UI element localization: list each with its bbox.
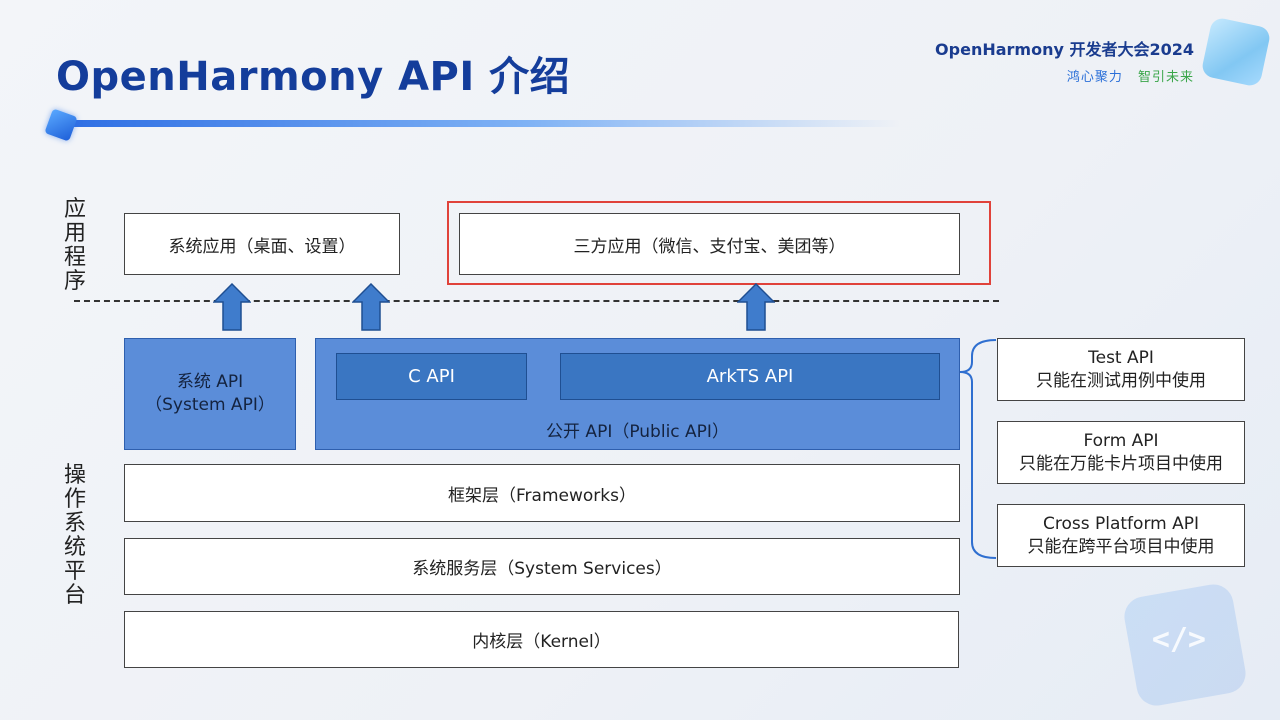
test-api-box: Test API 只能在测试用例中使用 — [997, 338, 1245, 401]
brand-name: OpenHarmony 开发者大会2024 — [935, 40, 1194, 59]
side-label-char: 统 — [63, 535, 86, 560]
page-title: OpenHarmony API 介绍 — [56, 54, 571, 100]
frameworks-layer-box: 框架层（Frameworks） — [124, 464, 960, 522]
special-api-desc: 只能在万能卡片项目中使用 — [1019, 453, 1223, 474]
title-underline — [70, 120, 900, 127]
system-app-box: 系统应用（桌面、设置） — [124, 213, 400, 275]
public-api-label: 公开 API（Public API） — [546, 422, 729, 442]
highlight-frame — [447, 201, 991, 285]
side-label-os-platform: 操 作 系 统 平 台 — [60, 464, 90, 608]
side-label-char: 作 — [63, 487, 86, 512]
system-api-title: 系统 API — [176, 372, 244, 392]
side-label-char: 系 — [63, 511, 86, 536]
brand-slogan: 鸿心聚力 智引未来 — [935, 66, 1194, 85]
system-services-layer-box: 系统服务层（System Services） — [124, 538, 960, 595]
third-party-app-box: 三方应用（微信、支付宝、美团等） — [459, 213, 960, 275]
c-api-box: C API — [336, 353, 527, 400]
special-api-desc: 只能在测试用例中使用 — [1036, 370, 1206, 391]
up-arrow-icon — [737, 283, 775, 331]
side-label-char: 用 — [63, 221, 86, 246]
form-api-box: Form API 只能在万能卡片项目中使用 — [997, 421, 1245, 484]
brand-logo: OpenHarmony 开发者大会2024 鸿心聚力 智引未来 — [935, 36, 1194, 85]
code-icon: </> — [1151, 622, 1206, 657]
system-api-subtitle: （System API） — [145, 395, 275, 415]
special-api-desc: 只能在跨平台项目中使用 — [1027, 536, 1215, 557]
side-label-char: 序 — [63, 269, 86, 294]
layer-divider — [74, 300, 999, 302]
slogan-part-b: 智引未来 — [1137, 70, 1194, 85]
system-api-label: 系统 API （System API） — [124, 371, 296, 417]
system-api-box — [124, 338, 296, 450]
up-arrow-icon — [213, 283, 251, 331]
arkts-api-box: ArkTS API — [560, 353, 940, 400]
side-label-char: 台 — [63, 583, 86, 608]
brand-cube-icon — [1200, 16, 1272, 88]
up-arrow-icon — [352, 283, 390, 331]
special-api-name: Test API — [1088, 347, 1154, 368]
side-label-char: 操 — [63, 463, 86, 488]
title-cube-icon — [44, 108, 78, 142]
side-label-char: 平 — [63, 559, 86, 584]
kernel-layer-box: 内核层（Kernel） — [124, 611, 959, 668]
side-label-char: 应 — [63, 197, 86, 222]
bracket-connector — [959, 339, 997, 559]
slogan-part-a: 鸿心聚力 — [1066, 70, 1123, 85]
side-label-application: 应 用 程 序 — [60, 198, 90, 294]
cross-platform-api-box: Cross Platform API 只能在跨平台项目中使用 — [997, 504, 1245, 567]
side-label-char: 程 — [63, 245, 86, 270]
special-api-name: Cross Platform API — [1043, 513, 1199, 534]
special-api-name: Form API — [1083, 430, 1159, 451]
